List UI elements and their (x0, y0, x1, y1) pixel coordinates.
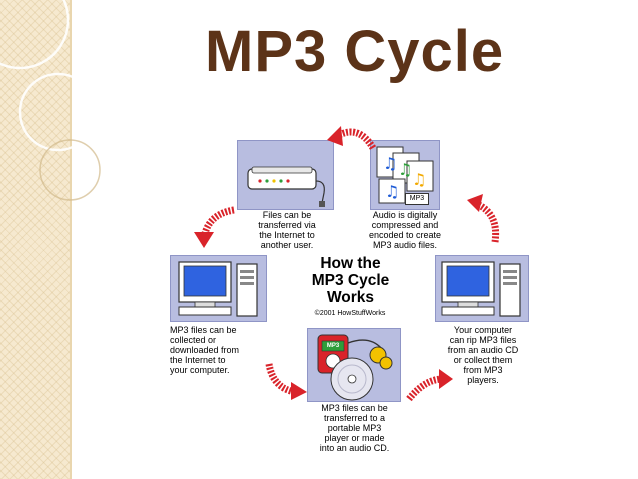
caption-audio-encoding: Audio is digitally compressed and encode… (365, 210, 445, 250)
left-decorative-strip (0, 0, 72, 479)
music-files-icon: ♫ ♫ ♫ ♫ (376, 146, 434, 204)
download-computer-panel (170, 255, 267, 322)
cycle-arrow-left (194, 206, 235, 248)
svg-text:♫: ♫ (385, 182, 399, 201)
player-cd-panel: MP3 (307, 328, 401, 402)
cycle-arrow-bottom-left (265, 363, 307, 400)
slide-title: MP3 Cycle (205, 19, 505, 84)
copyright-text: ©2001 HowStuffWorks (314, 310, 386, 317)
svg-text:♫: ♫ (383, 154, 397, 173)
computer-icon (441, 261, 521, 317)
cycle-arrow-top-right (467, 194, 500, 243)
cd-and-player-icon (317, 334, 393, 401)
mp3-cycle-diagram: Files can be transferred via the Interne… (165, 120, 535, 453)
audio-encoding-panel: ♫ ♫ ♫ ♫ MP3 (370, 140, 440, 210)
modem-icon (247, 166, 325, 207)
rip-computer-panel (435, 255, 529, 322)
computer-icon (178, 261, 258, 317)
svg-text:♫: ♫ (398, 160, 412, 179)
caption-internet-transfer: Files can be transferred via the Interne… (247, 210, 327, 250)
cycle-arrow-top (327, 126, 377, 150)
svg-text:♫: ♫ (412, 170, 426, 189)
decorative-circles (0, 0, 101, 201)
internet-transfer-panel (237, 140, 334, 210)
mp3-disc-label: MP3 (326, 343, 340, 349)
caption-rip: Your computer can rip MP3 files from an … (437, 325, 529, 385)
caption-player-cd: MP3 files can be transferred to a portab… (307, 403, 402, 453)
caption-download: MP3 files can be collected or downloaded… (170, 325, 258, 375)
cycle-arrow-bottom-right (406, 369, 453, 402)
center-title: How the MP3 Cycle Works (311, 255, 390, 306)
mp3-file-tag: MP3 (405, 193, 429, 205)
